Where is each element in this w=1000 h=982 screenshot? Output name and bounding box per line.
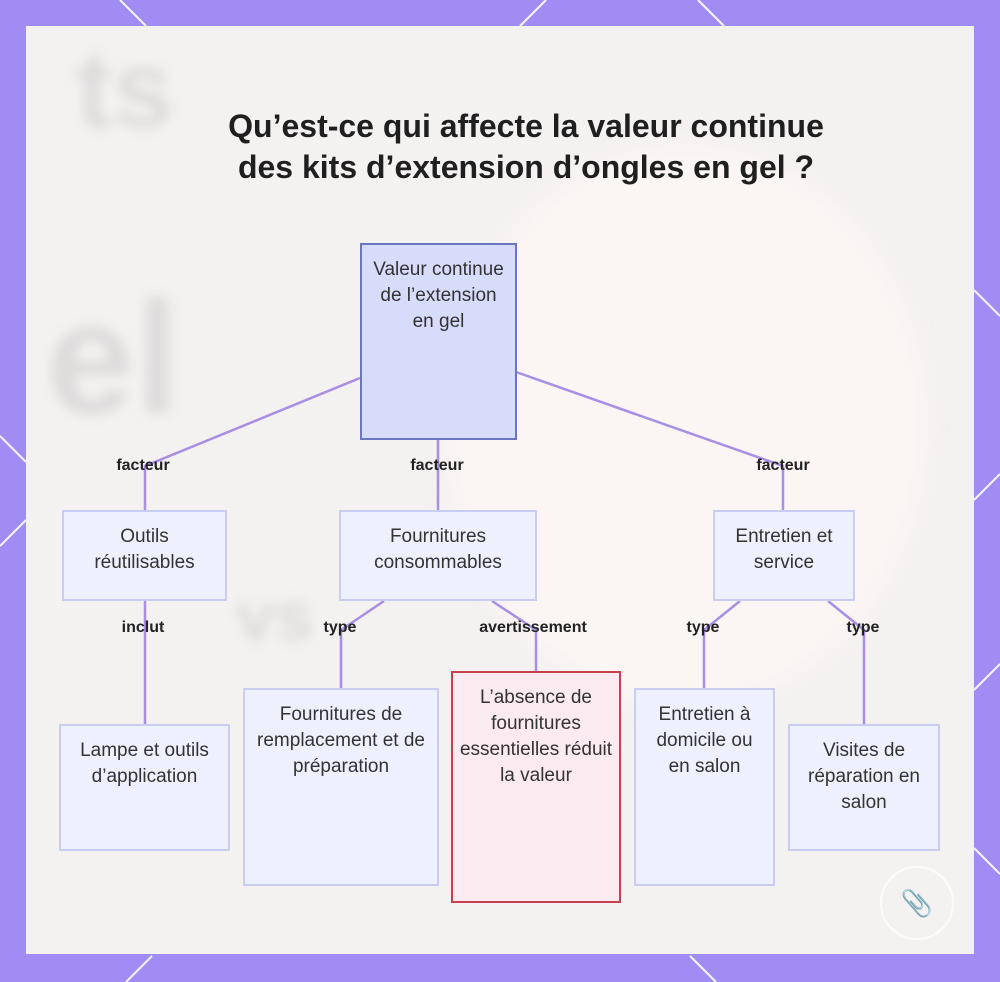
node-lampe-outils: Lampe et outils d’application xyxy=(59,724,230,851)
edge-root-entretien xyxy=(515,370,785,510)
node-fournitures-consommables: Fournitures consommables xyxy=(339,510,537,601)
edge-label-root-fournitures: facteur xyxy=(410,457,464,474)
node-fournitures-remplacement: Fournitures de remplacement et de prépar… xyxy=(243,688,439,886)
edge-label-entretien-domicile: type xyxy=(686,619,720,636)
edge-root-outils xyxy=(143,376,361,510)
edge-fournitures-absence xyxy=(491,599,538,671)
edge-label-fournitures-remplacement: type xyxy=(323,619,357,636)
node-outils-reutilisables: Outils réutilisables xyxy=(62,510,227,601)
node-valeur-continue: Valeur continue de l’extension en gel xyxy=(360,243,517,440)
background-ghost-text: el xyxy=(46,268,180,447)
edge-entretien-visites xyxy=(827,600,866,724)
edge-label-outils-lampe: inclut xyxy=(121,619,165,636)
edge-entretien-domicile xyxy=(702,600,741,688)
edge-label-entretien-visites: type xyxy=(846,619,880,636)
background-blur xyxy=(446,146,926,706)
logo-seal-icon: 📎 xyxy=(880,866,954,940)
background-ghost-text: ts xyxy=(76,28,174,151)
edge-label-root-entretien: facteur xyxy=(756,457,810,474)
node-visites-reparation: Visites de réparation en salon xyxy=(788,724,940,851)
node-entretien-domicile: Entretien à domicile ou en salon xyxy=(634,688,775,886)
page-title: Qu’est-ce qui affecte la valeur continue… xyxy=(228,108,824,185)
background-ghost-text: vs xyxy=(236,577,314,655)
node-absence-fournitures: L’absence de fournitures essentielles ré… xyxy=(451,671,621,903)
edge-fournitures-remplacement xyxy=(339,599,385,688)
edge-label-root-outils: facteur xyxy=(116,457,170,474)
node-entretien-service: Entretien et service xyxy=(713,510,855,601)
edge-label-fournitures-absence: avertissement xyxy=(479,619,587,636)
